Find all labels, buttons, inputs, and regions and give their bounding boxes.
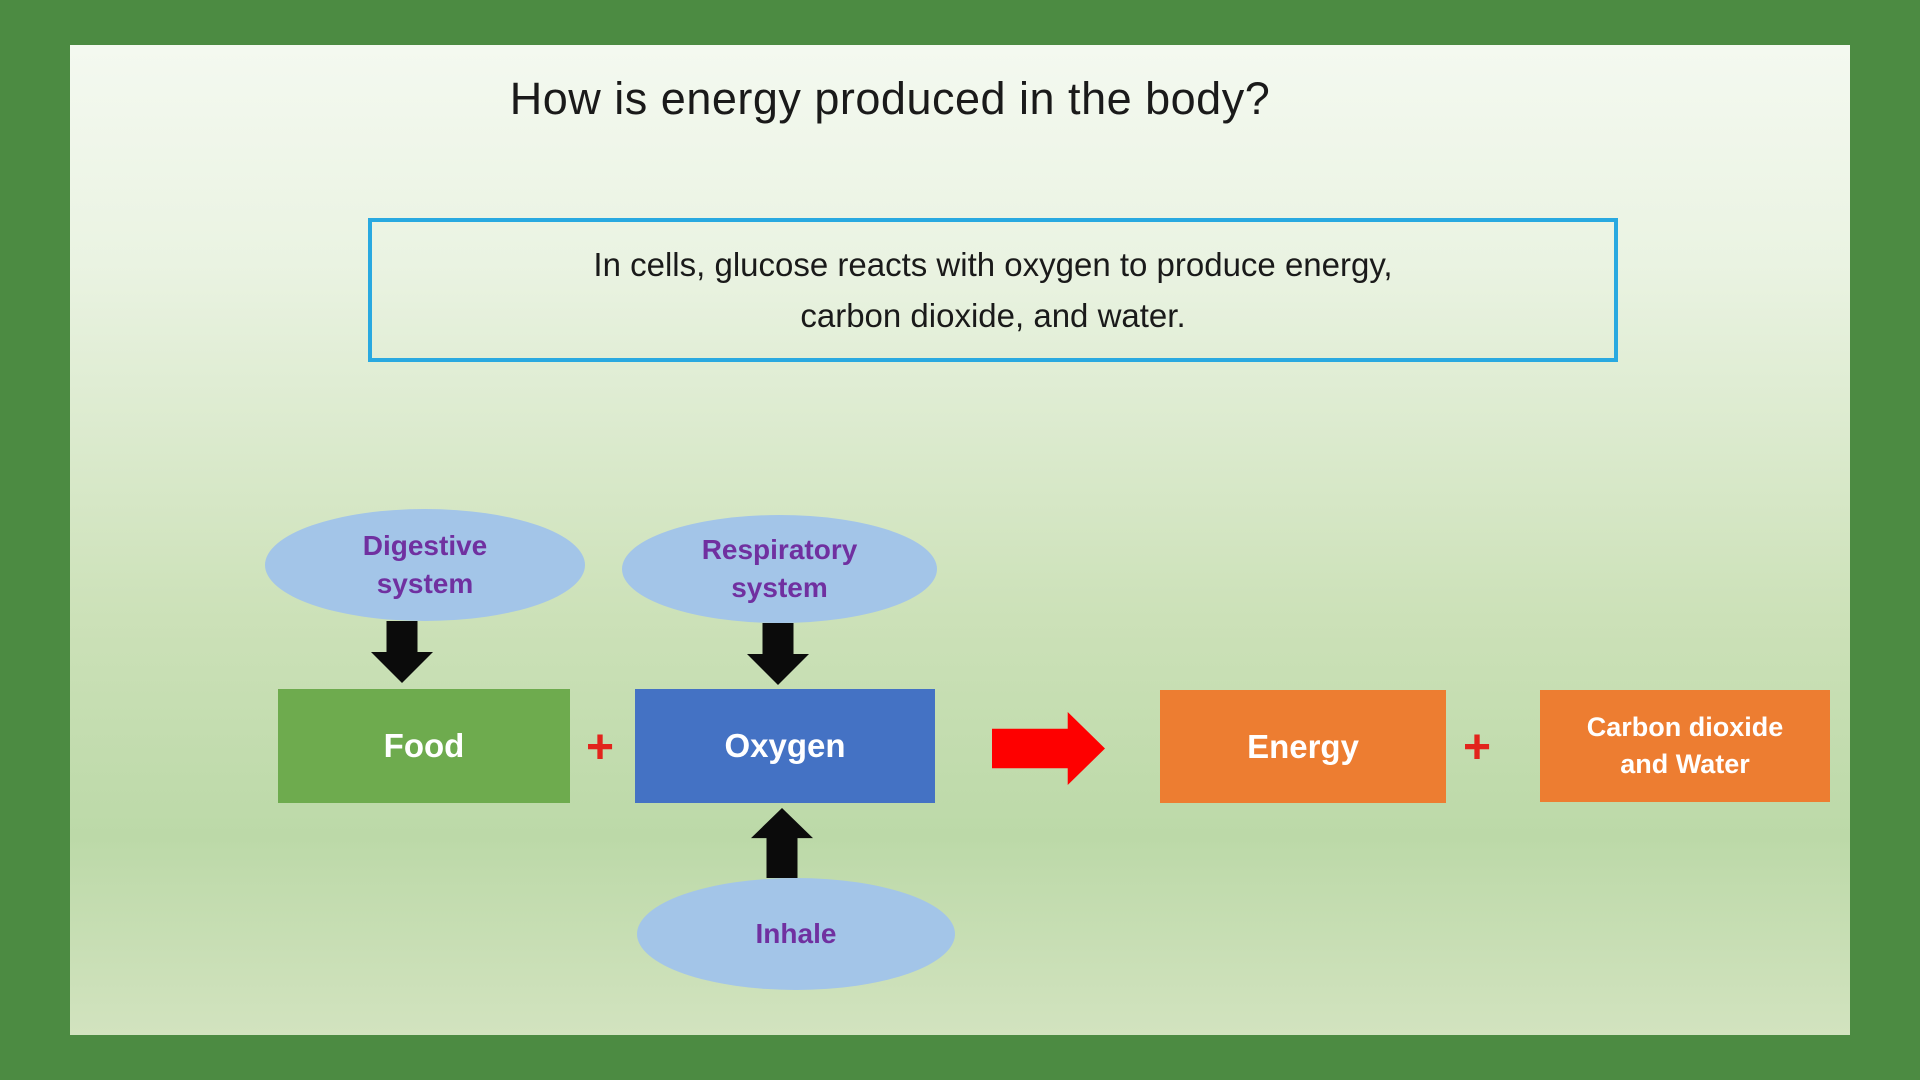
- plus-sign-left: +: [585, 720, 615, 774]
- plus-sign-right: +: [1462, 720, 1492, 774]
- right-arrow-icon: [992, 712, 1105, 785]
- digestive-label-line-1: Digestive: [362, 530, 488, 561]
- definition-box: In cells, glucose reacts with oxygen to …: [368, 218, 1618, 362]
- oxygen-label: Oxygen: [724, 727, 846, 764]
- energy-box: Energy: [1160, 690, 1446, 803]
- digestive-label-line-2: system: [376, 568, 474, 599]
- slide-canvas: How is energy produced in the body? In c…: [70, 45, 1850, 1035]
- co2-label-line-2: and Water: [1620, 749, 1750, 779]
- carbon-dioxide-water-box: Carbon dioxide and Water: [1540, 690, 1830, 802]
- energy-label: Energy: [1247, 727, 1359, 765]
- inhale-ellipse: Inhale: [637, 878, 955, 990]
- up-arrow-icon-inhale: [751, 808, 813, 878]
- respiratory-system-ellipse: Respiratory system: [622, 515, 937, 623]
- down-arrow-icon-digestive: [371, 621, 433, 683]
- respiratory-label-line-2: system: [731, 572, 828, 603]
- page-title: How is energy produced in the body?: [509, 73, 1271, 124]
- food-box: Food: [278, 689, 570, 803]
- down-arrow-icon-respiratory: [747, 623, 809, 685]
- digestive-system-ellipse: Digestive system: [265, 509, 585, 621]
- respiratory-label-line-1: Respiratory: [701, 534, 858, 565]
- definition-line-1: In cells, glucose reacts with oxygen to …: [593, 246, 1393, 283]
- definition-line-2: carbon dioxide, and water.: [800, 297, 1186, 334]
- inhale-label: Inhale: [755, 918, 837, 949]
- oxygen-box: Oxygen: [635, 689, 935, 803]
- food-label: Food: [383, 727, 465, 764]
- co2-label-line-1: Carbon dioxide: [1586, 712, 1784, 742]
